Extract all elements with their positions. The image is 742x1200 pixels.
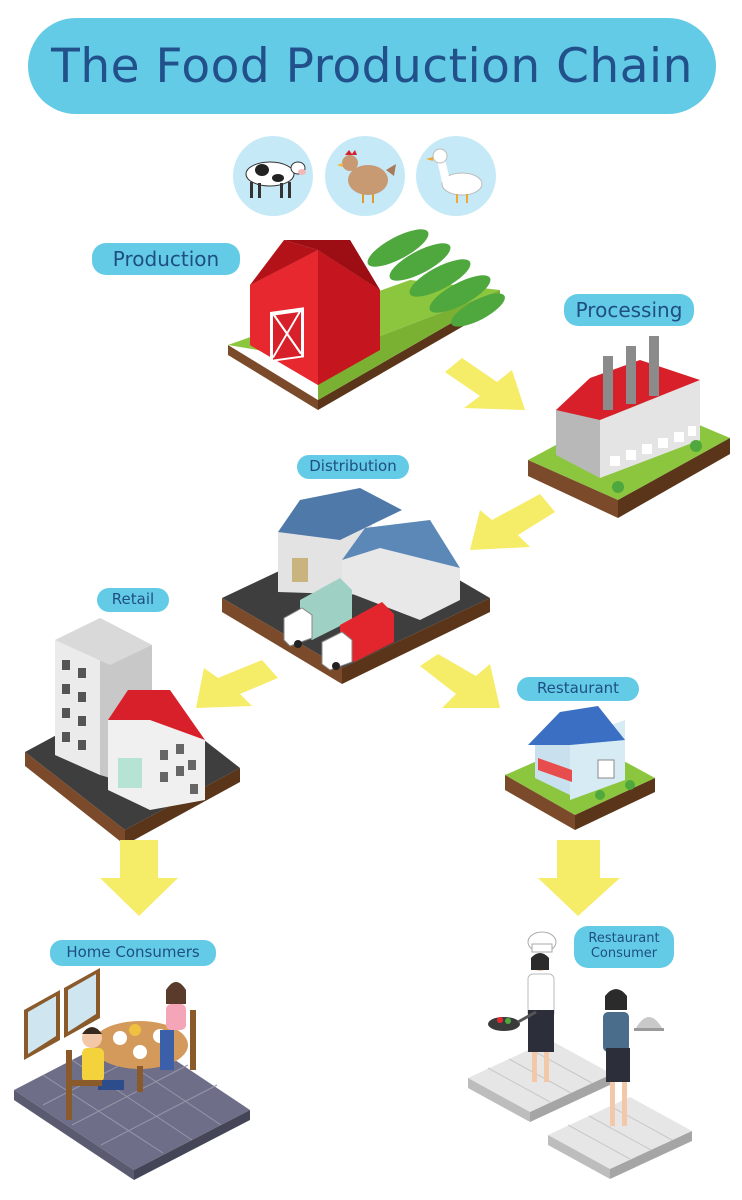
person-man [82,1027,124,1090]
distribution-warehouse [222,488,490,684]
label-home-consumers: Home Consumers [50,940,216,966]
arrow-distribution-restaurant [420,654,500,708]
label-retail: Retail [97,588,169,612]
label-restaurant-consumer: Restaurant Consumer [574,926,674,968]
chicken-icon [325,136,405,216]
arrow-production-processing [445,358,525,410]
person-woman [160,982,186,1070]
duck-icon [416,136,496,216]
cow-icon [233,136,313,216]
arrow-restaurant-consumer [538,840,620,916]
label-processing-text: Processing [575,297,683,322]
label-distribution-text: Distribution [309,457,397,476]
label-restaurant: Restaurant [517,677,639,701]
label-retail-text: Retail [111,590,155,609]
label-production-text: Production [112,246,220,271]
processing-factory [528,336,730,518]
label-production: Production [92,243,240,275]
home-consumers-scene [14,968,250,1180]
label-restaurant-text: Restaurant [536,679,620,698]
arrow-processing-distribution [470,494,555,550]
production-farm [228,229,505,410]
label-restaurant-consumer-line2: Consumer [590,946,658,961]
person-waitress [603,989,664,1126]
person-chef [488,931,557,1082]
restaurant-staff-scene [468,931,692,1179]
retail-building [25,618,240,845]
arrow-retail-home [100,840,178,916]
page-title: The Food Production Chain [51,38,693,94]
title-banner: The Food Production Chain [28,18,716,114]
label-restaurant-consumer-line1: Restaurant [588,931,660,947]
restaurant-building [505,706,655,830]
label-home-consumers-text: Home Consumers [66,943,200,962]
label-processing: Processing [564,294,694,326]
arrow-distribution-retail [196,660,278,708]
label-distribution: Distribution [297,455,409,479]
